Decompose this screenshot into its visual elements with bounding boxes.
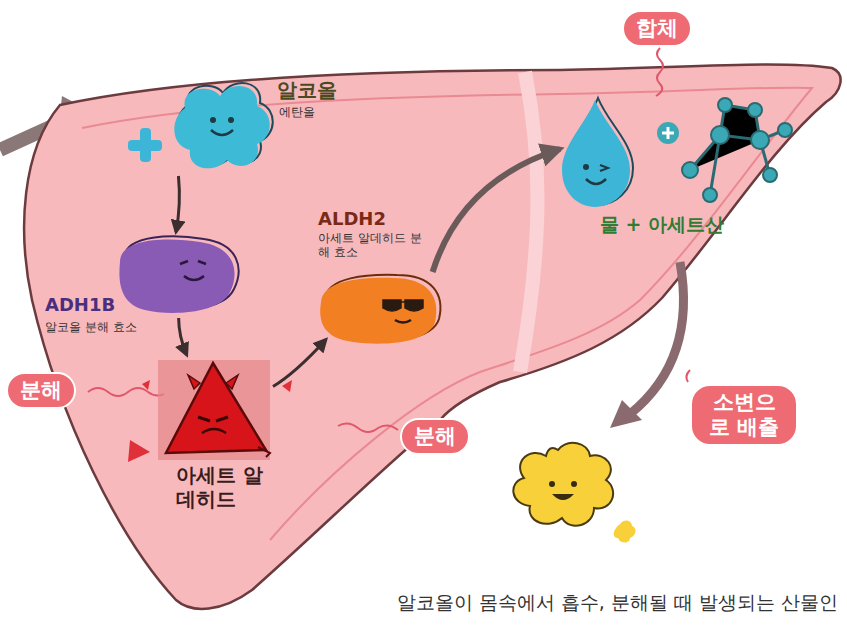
node-subtext: 에탄올 <box>279 105 315 119</box>
character-node: 아세트 알데히드 <box>158 355 273 460</box>
tag-pill: 분해 <box>6 372 76 409</box>
character-shape <box>165 78 277 176</box>
tag-pill: 소변으로 배출 <box>690 384 798 446</box>
node-heading: 아세트 알데히드 <box>176 463 266 511</box>
tag-pill: 합체 <box>622 10 692 47</box>
tag-pill: 분해 <box>400 418 470 455</box>
flow-arrow <box>176 176 179 232</box>
character-node: ADH1B알코올 분해 효소 <box>110 232 242 318</box>
node-subtext: 알코올 분해 효소 <box>45 320 137 334</box>
node-heading: 물 + 아세트산 <box>600 213 724 236</box>
flow-arrow <box>273 340 326 387</box>
node-heading: 알코올 <box>277 78 337 102</box>
character-node: 알코올에탄올 <box>165 78 277 176</box>
node-heading: ALDH2 <box>318 208 386 230</box>
liver-outline <box>24 65 840 609</box>
character-shape <box>158 355 273 460</box>
character-node: ALDH2아세트 알데히드 분해 효소 <box>313 272 443 347</box>
flow-arrow <box>179 318 187 355</box>
node-heading: ADH1B <box>45 294 115 316</box>
node-subtext: 아세트 알데히드 분해 효소 <box>318 231 428 260</box>
character-shape <box>560 95 790 215</box>
excretion-arrow <box>630 262 683 414</box>
liver-highlight <box>520 72 538 372</box>
character-shape <box>110 232 242 318</box>
character-node: 물 + 아세트산 <box>560 95 790 215</box>
plus-sign <box>128 128 162 162</box>
urine-character <box>513 443 635 543</box>
caption: 알코올이 몸속에서 흡수, 분해될 때 발생되는 산물인 <box>397 590 838 616</box>
flow-arrow <box>433 149 560 272</box>
excretion-arrow-head <box>610 400 642 428</box>
character-shape <box>313 272 443 347</box>
